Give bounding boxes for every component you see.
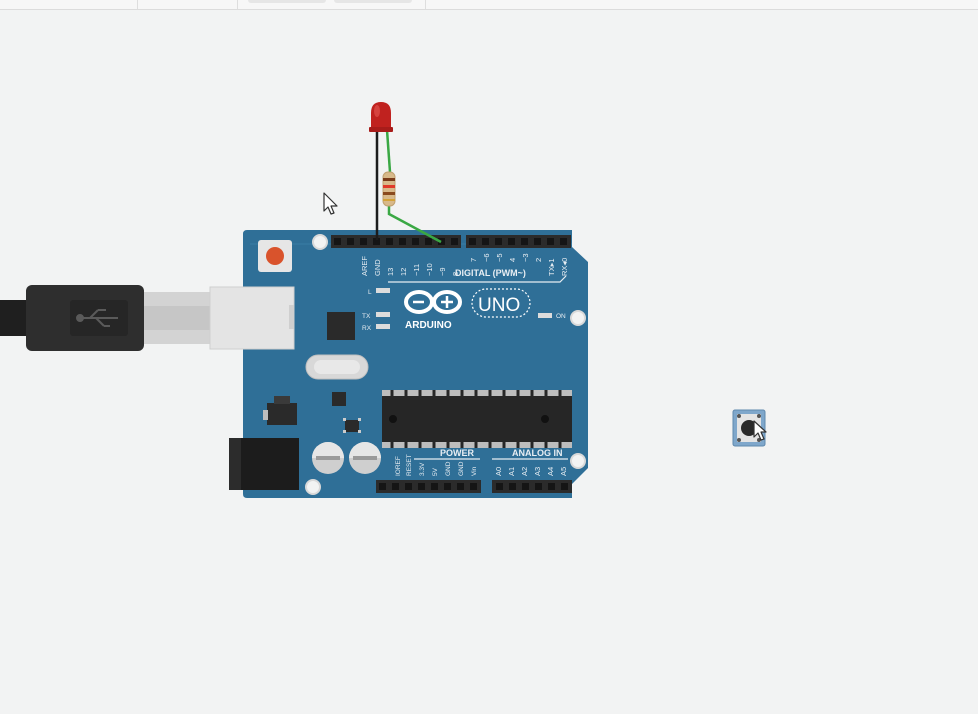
analog-pin-label: A1 [507, 467, 516, 476]
chip-dot [541, 415, 549, 423]
circuit-canvas[interactable]: AREF GND 13 12 ~11 ~10 ~9 8 7 ~6 ~5 4 ~3… [0, 10, 978, 709]
digital-pin-label: 12 [399, 268, 408, 276]
capacitor [349, 442, 381, 474]
digital-pin-label: ~3 [521, 253, 530, 262]
power-header[interactable] [376, 480, 481, 493]
analog-section-label: ANALOG IN [512, 448, 563, 458]
digital-section-underline [388, 275, 567, 283]
analog-pin-label: A4 [546, 467, 555, 476]
arrow-cursor-icon [323, 192, 338, 215]
analog-header[interactable] [492, 480, 572, 493]
power-pin-label: Vin [471, 466, 478, 476]
digital-pin-label: ~5 [495, 253, 504, 262]
digital-pin-label: 2 [534, 258, 543, 262]
usb-metal-inner [144, 306, 210, 330]
power-pin-label: 5V [432, 467, 439, 476]
bottom-header-sockets [379, 483, 568, 490]
dc-jack-face [229, 438, 241, 490]
capacitor [312, 442, 344, 474]
analog-pin-label: A2 [520, 467, 529, 476]
toolbar-tab[interactable] [334, 0, 412, 3]
led-rx [376, 324, 390, 329]
digital-pin-label: AREF [360, 256, 369, 276]
power-section-label: POWER [440, 448, 475, 458]
small-chip [332, 392, 346, 406]
uno-badge [471, 288, 531, 318]
led-tx [376, 312, 390, 317]
wire-green[interactable] [385, 129, 442, 244]
digital-pin-label: TX▸1 [547, 258, 556, 276]
arrow-cursor-icon [753, 420, 767, 441]
mounting-hole [570, 310, 586, 326]
arduino-uno-board[interactable]: AREF GND 13 12 ~11 ~10 ~9 8 7 ~6 ~5 4 ~3… [209, 230, 588, 498]
digital-pin-label: 8 [451, 272, 460, 276]
led-l-label: L [368, 289, 372, 296]
usb-cable[interactable] [0, 285, 210, 351]
uno-model-text: UNO [478, 295, 520, 316]
analog-pin-label: A5 [559, 467, 568, 476]
mounting-hole [312, 234, 328, 250]
toolbar-segment [237, 0, 426, 9]
led-tx-label: TX [362, 313, 371, 320]
digital-pin-label: 7 [469, 258, 478, 262]
digital-pin-label: GND [373, 259, 382, 276]
digital-pin-label: ~6 [482, 253, 491, 262]
chip-dot [389, 415, 397, 423]
digital-pin-label: 13 [386, 268, 395, 276]
arduino-logo [404, 290, 462, 314]
toolbar-tab[interactable] [248, 0, 326, 3]
usb-symbol-icon [76, 309, 118, 327]
digital-pin-label: ~10 [425, 263, 434, 276]
power-pin-label: GND [445, 461, 452, 476]
smd-component [343, 418, 361, 433]
usb-controller-chip [327, 312, 355, 340]
digital-pin-label: ~9 [438, 267, 447, 276]
digital-pin-label: RX◂0 [560, 258, 569, 276]
reset-button-cap [266, 247, 284, 265]
top-toolbar [0, 0, 978, 10]
toolbar-segment [0, 0, 138, 9]
red-led[interactable] [369, 102, 393, 132]
digital-pin-label: 4 [508, 258, 517, 262]
led-on-label: ON [556, 313, 566, 320]
digital-header-right[interactable] [466, 235, 571, 248]
voltage-regulator [263, 396, 297, 425]
crystal-highlight [314, 360, 360, 374]
power-pin-label: RESET [406, 454, 413, 476]
led-rx-label: RX [362, 325, 372, 332]
power-pin-label: IOREF [395, 456, 402, 476]
digital-header-sockets [334, 238, 567, 245]
digital-section-label: DIGITAL (PWM~) [455, 268, 526, 278]
mounting-hole [570, 453, 586, 469]
atmega-microcontroller [382, 396, 572, 442]
pushbutton[interactable] [732, 409, 766, 447]
usb-b-jack [209, 286, 295, 350]
power-pin-label: GND [458, 461, 465, 476]
digital-pin-label: ~11 [412, 264, 421, 276]
mounting-hole [305, 479, 321, 495]
usb-b-jack-notch [289, 305, 294, 329]
arduino-brand-text: ARDUINO [405, 320, 452, 331]
led-l [376, 288, 390, 293]
toolbar-segment [137, 0, 238, 9]
power-pin-label: 3.3V [419, 462, 426, 476]
analog-pin-label: A3 [533, 467, 542, 476]
analog-pin-label: A0 [494, 467, 503, 476]
usb-cable-strain [0, 300, 30, 336]
led-on [538, 313, 552, 318]
resistor[interactable] [382, 171, 396, 207]
